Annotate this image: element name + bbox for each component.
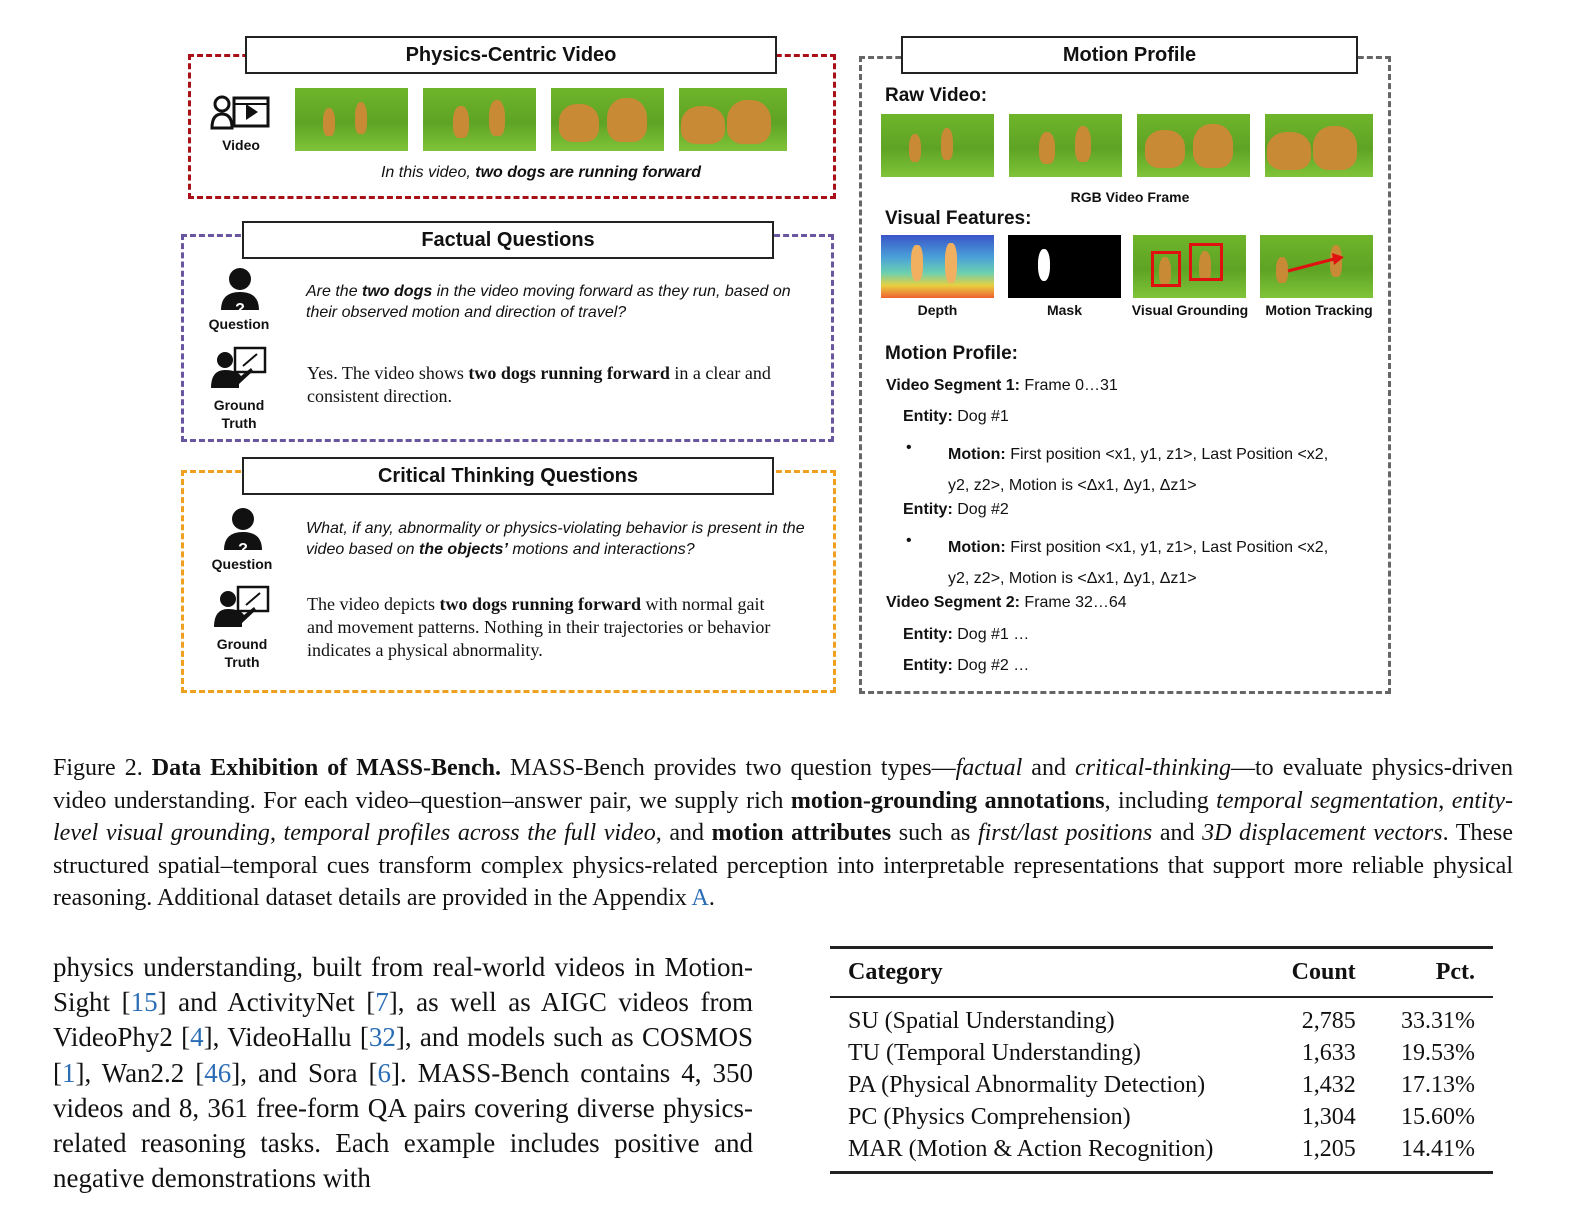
question-label: Question xyxy=(202,556,282,572)
factual-title: Factual Questions xyxy=(242,221,774,259)
raw-frame-4 xyxy=(1265,114,1373,177)
feature-label-depth: Depth xyxy=(881,302,994,318)
table-header-row: Category Count Pct. xyxy=(830,948,1493,998)
critical-answer-text: The video depicts two dogs running forwa… xyxy=(307,593,777,662)
segment-1-motion-1: Motion: First position <x1, y1, z1>, Las… xyxy=(948,439,1368,501)
pct-cell: 14.41% xyxy=(1374,1133,1493,1173)
video-caption: In this video, two dogs are running forw… xyxy=(295,162,787,183)
mask-map xyxy=(1008,235,1121,298)
motion-profile-title: Motion Profile xyxy=(901,36,1358,74)
count-cell: 2,785 xyxy=(1265,997,1373,1037)
segment-2: Video Segment 2: Frame 32…64 xyxy=(886,594,1127,612)
body-paragraph: physics understanding, built from real-w… xyxy=(53,950,753,1196)
segment-1-entity-2: Entity: Dog #2 xyxy=(903,501,1009,519)
citation-link[interactable]: 7 xyxy=(375,987,389,1017)
table-row: MAR (Motion & Action Recognition) 1,205 … xyxy=(830,1133,1493,1173)
table-row: PA (Physical Abnormality Detection) 1,43… xyxy=(830,1069,1493,1101)
depth-map xyxy=(881,235,994,298)
question-label: Question xyxy=(199,316,279,332)
category-table: Category Count Pct. SU (Spatial Understa… xyxy=(830,946,1493,1174)
citation-link[interactable]: 32 xyxy=(369,1022,396,1052)
pct-cell: 33.31% xyxy=(1374,997,1493,1037)
category-cell: SU (Spatial Understanding) xyxy=(830,997,1265,1037)
segment-1: Video Segment 1: Frame 0…31 xyxy=(886,377,1118,395)
table-row: SU (Spatial Understanding) 2,785 33.31% xyxy=(830,997,1493,1037)
video-frame-3 xyxy=(551,88,664,151)
critical-question-text: What, if any, abnormality or physics-vio… xyxy=(306,518,816,560)
bullet: • xyxy=(906,532,912,550)
appendix-link[interactable]: A xyxy=(692,885,709,911)
header-pct: Pct. xyxy=(1374,948,1493,998)
count-cell: 1,432 xyxy=(1265,1069,1373,1101)
segment-2-entity-1: Entity: Dog #1 … xyxy=(903,626,1029,644)
visual-features-label: Visual Features: xyxy=(885,208,1031,230)
figure-caption: Figure 2. Data Exhibition of MASS-Bench.… xyxy=(53,752,1513,915)
feature-label-motion-tracking: Motion Tracking xyxy=(1253,302,1385,318)
pct-cell: 19.53% xyxy=(1374,1037,1493,1069)
header-count: Count xyxy=(1265,948,1373,998)
category-cell: TU (Temporal Understanding) xyxy=(830,1037,1265,1069)
physics-video-title: Physics-Centric Video xyxy=(245,36,777,74)
raw-frame-1 xyxy=(881,114,994,177)
svg-text:?: ? xyxy=(235,301,245,316)
visual-grounding-frame xyxy=(1133,235,1246,298)
table-row: TU (Temporal Understanding) 1,633 19.53% xyxy=(830,1037,1493,1069)
ground-truth-teacher-icon xyxy=(211,346,267,390)
question-person-icon: ? xyxy=(219,266,261,316)
video-label: Video xyxy=(206,137,276,153)
segment-1-entity-1: Entity: Dog #1 xyxy=(903,408,1009,426)
pct-cell: 17.13% xyxy=(1374,1069,1493,1101)
video-icon xyxy=(210,92,272,132)
factual-question-text: Are the two dogs in the video moving for… xyxy=(306,281,816,323)
citation-link[interactable]: 46 xyxy=(204,1058,231,1088)
pct-cell: 15.60% xyxy=(1374,1101,1493,1133)
category-cell: MAR (Motion & Action Recognition) xyxy=(830,1133,1265,1173)
citation-link[interactable]: 1 xyxy=(62,1058,76,1088)
category-cell: PC (Physics Comprehension) xyxy=(830,1101,1265,1133)
raw-frame-3 xyxy=(1137,114,1250,177)
svg-text:?: ? xyxy=(238,541,248,556)
video-frame-2 xyxy=(423,88,536,151)
raw-frame-2 xyxy=(1009,114,1122,177)
question-person-icon: ? xyxy=(222,506,264,556)
segment-2-entity-2: Entity: Dog #2 … xyxy=(903,657,1029,675)
motion-profile-heading: Motion Profile: xyxy=(885,343,1018,365)
raw-video-label: Raw Video: xyxy=(885,85,987,107)
bullet: • xyxy=(906,439,912,457)
citation-link[interactable]: 15 xyxy=(131,987,158,1017)
feature-label-mask: Mask xyxy=(1008,302,1121,318)
ground-truth-teacher-icon xyxy=(214,585,270,629)
category-cell: PA (Physical Abnormality Detection) xyxy=(830,1069,1265,1101)
motion-tracking-frame xyxy=(1260,235,1373,298)
count-cell: 1,633 xyxy=(1265,1037,1373,1069)
count-cell: 1,304 xyxy=(1265,1101,1373,1133)
segment-1-motion-2: Motion: First position <x1, y1, z1>, Las… xyxy=(948,532,1368,594)
count-cell: 1,205 xyxy=(1265,1133,1373,1173)
header-category: Category xyxy=(830,948,1265,998)
citation-link[interactable]: 4 xyxy=(190,1022,204,1052)
video-frame-4 xyxy=(679,88,787,151)
video-frame-1 xyxy=(295,88,408,151)
factual-answer-text: Yes. The video shows two dogs running fo… xyxy=(307,362,777,408)
critical-title: Critical Thinking Questions xyxy=(242,457,774,495)
citation-link[interactable]: 6 xyxy=(378,1058,392,1088)
rgb-frame-label: RGB Video Frame xyxy=(1030,189,1230,205)
feature-label-visual-grounding: Visual Grounding xyxy=(1120,302,1260,318)
table-row: PC (Physics Comprehension) 1,304 15.60% xyxy=(830,1101,1493,1133)
